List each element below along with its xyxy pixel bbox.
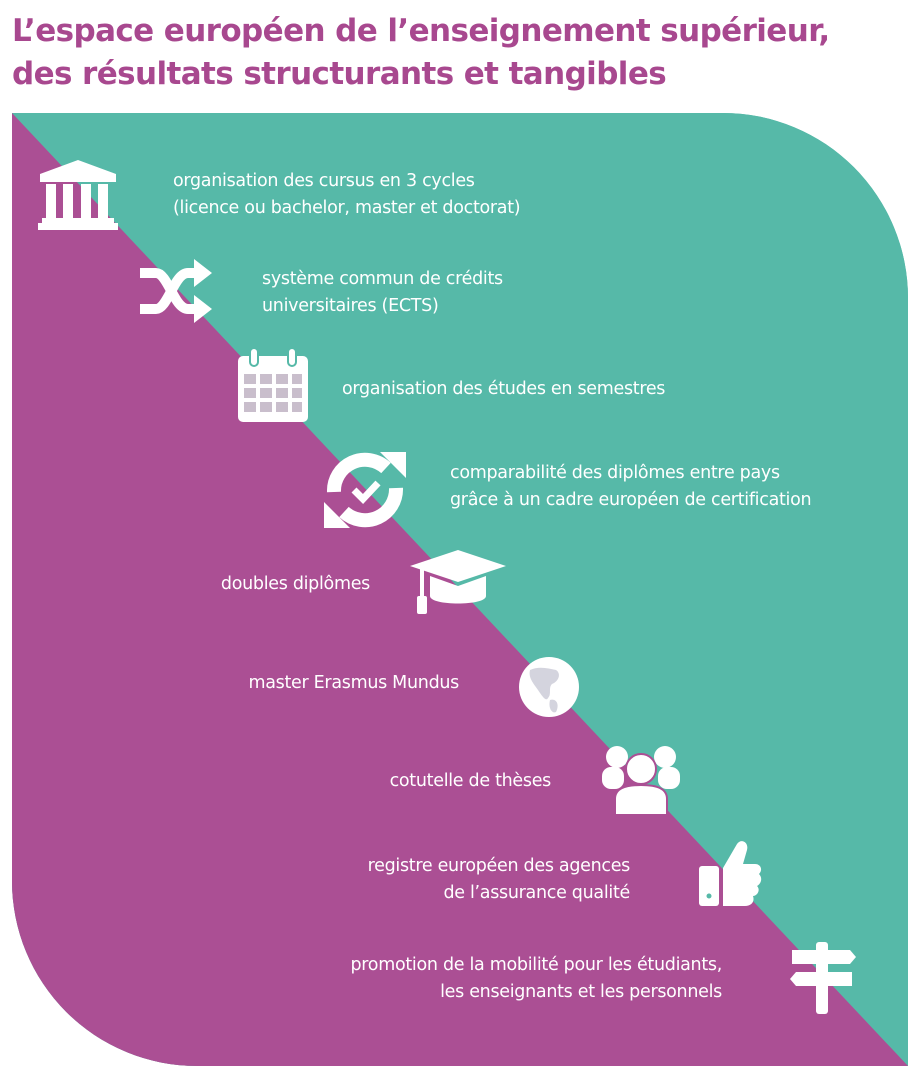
- sync-check-icon: [320, 448, 410, 532]
- item-line-1: comparabilité des diplômes entre pays: [450, 463, 780, 483]
- signpost-icon: [788, 942, 858, 1014]
- item-line-1: master Erasmus Mundus: [248, 673, 460, 693]
- page-title: L’espace européen de l’enseignement supé…: [12, 10, 830, 96]
- item-line-1: organisation des études en semestres: [342, 379, 666, 399]
- item-line-2: de l’assurance qualité: [443, 883, 630, 903]
- item-line-1: doubles diplômes: [220, 574, 370, 594]
- item-line-2: (licence ou bachelor, master et doctorat…: [173, 198, 521, 218]
- shuffle-arrows-icon: [138, 258, 214, 324]
- thumbs-up-icon: [697, 838, 763, 908]
- item-thesis-cotutelle: cotutelle de thèses: [389, 768, 552, 795]
- item-line-1: promotion de la mobilité pour les étudia…: [350, 955, 722, 975]
- people-group-icon: [602, 745, 680, 815]
- item-line-2: grâce à un cadre européen de certificati…: [450, 490, 812, 510]
- item-mobility-promotion: promotion de la mobilité pour les étudia…: [350, 952, 722, 1006]
- university-building-icon: [38, 160, 118, 230]
- title-line-2: des résultats structurants et tangibles: [12, 56, 667, 92]
- calendar-icon: [238, 348, 308, 422]
- item-erasmus-mundus: master Erasmus Mundus: [249, 670, 460, 697]
- item-semesters: organisation des études en semestres: [342, 376, 665, 403]
- item-line-1: système commun de crédits: [262, 269, 503, 289]
- item-double-degrees: doubles diplômes: [221, 571, 370, 598]
- item-line-2: universitaires (ECTS): [262, 296, 439, 316]
- item-line-1: organisation des cursus en 3 cycles: [173, 171, 475, 191]
- globe-icon: [518, 656, 580, 718]
- title-line-1: L’espace européen de l’enseignement supé…: [12, 13, 830, 49]
- item-comparability: comparabilité des diplômes entre pays gr…: [450, 460, 812, 514]
- item-quality-register: registre européen des agences de l’assur…: [367, 853, 631, 907]
- item-ects: système commun de crédits universitaires…: [262, 266, 503, 320]
- item-line-1: registre européen des agences: [367, 856, 631, 876]
- graduation-cap-icon: [410, 550, 506, 616]
- item-line-1: cotutelle de thèses: [389, 771, 552, 791]
- item-three-cycles: organisation des cursus en 3 cycles (lic…: [173, 168, 521, 222]
- item-line-2: les enseignants et les personnels: [440, 982, 722, 1002]
